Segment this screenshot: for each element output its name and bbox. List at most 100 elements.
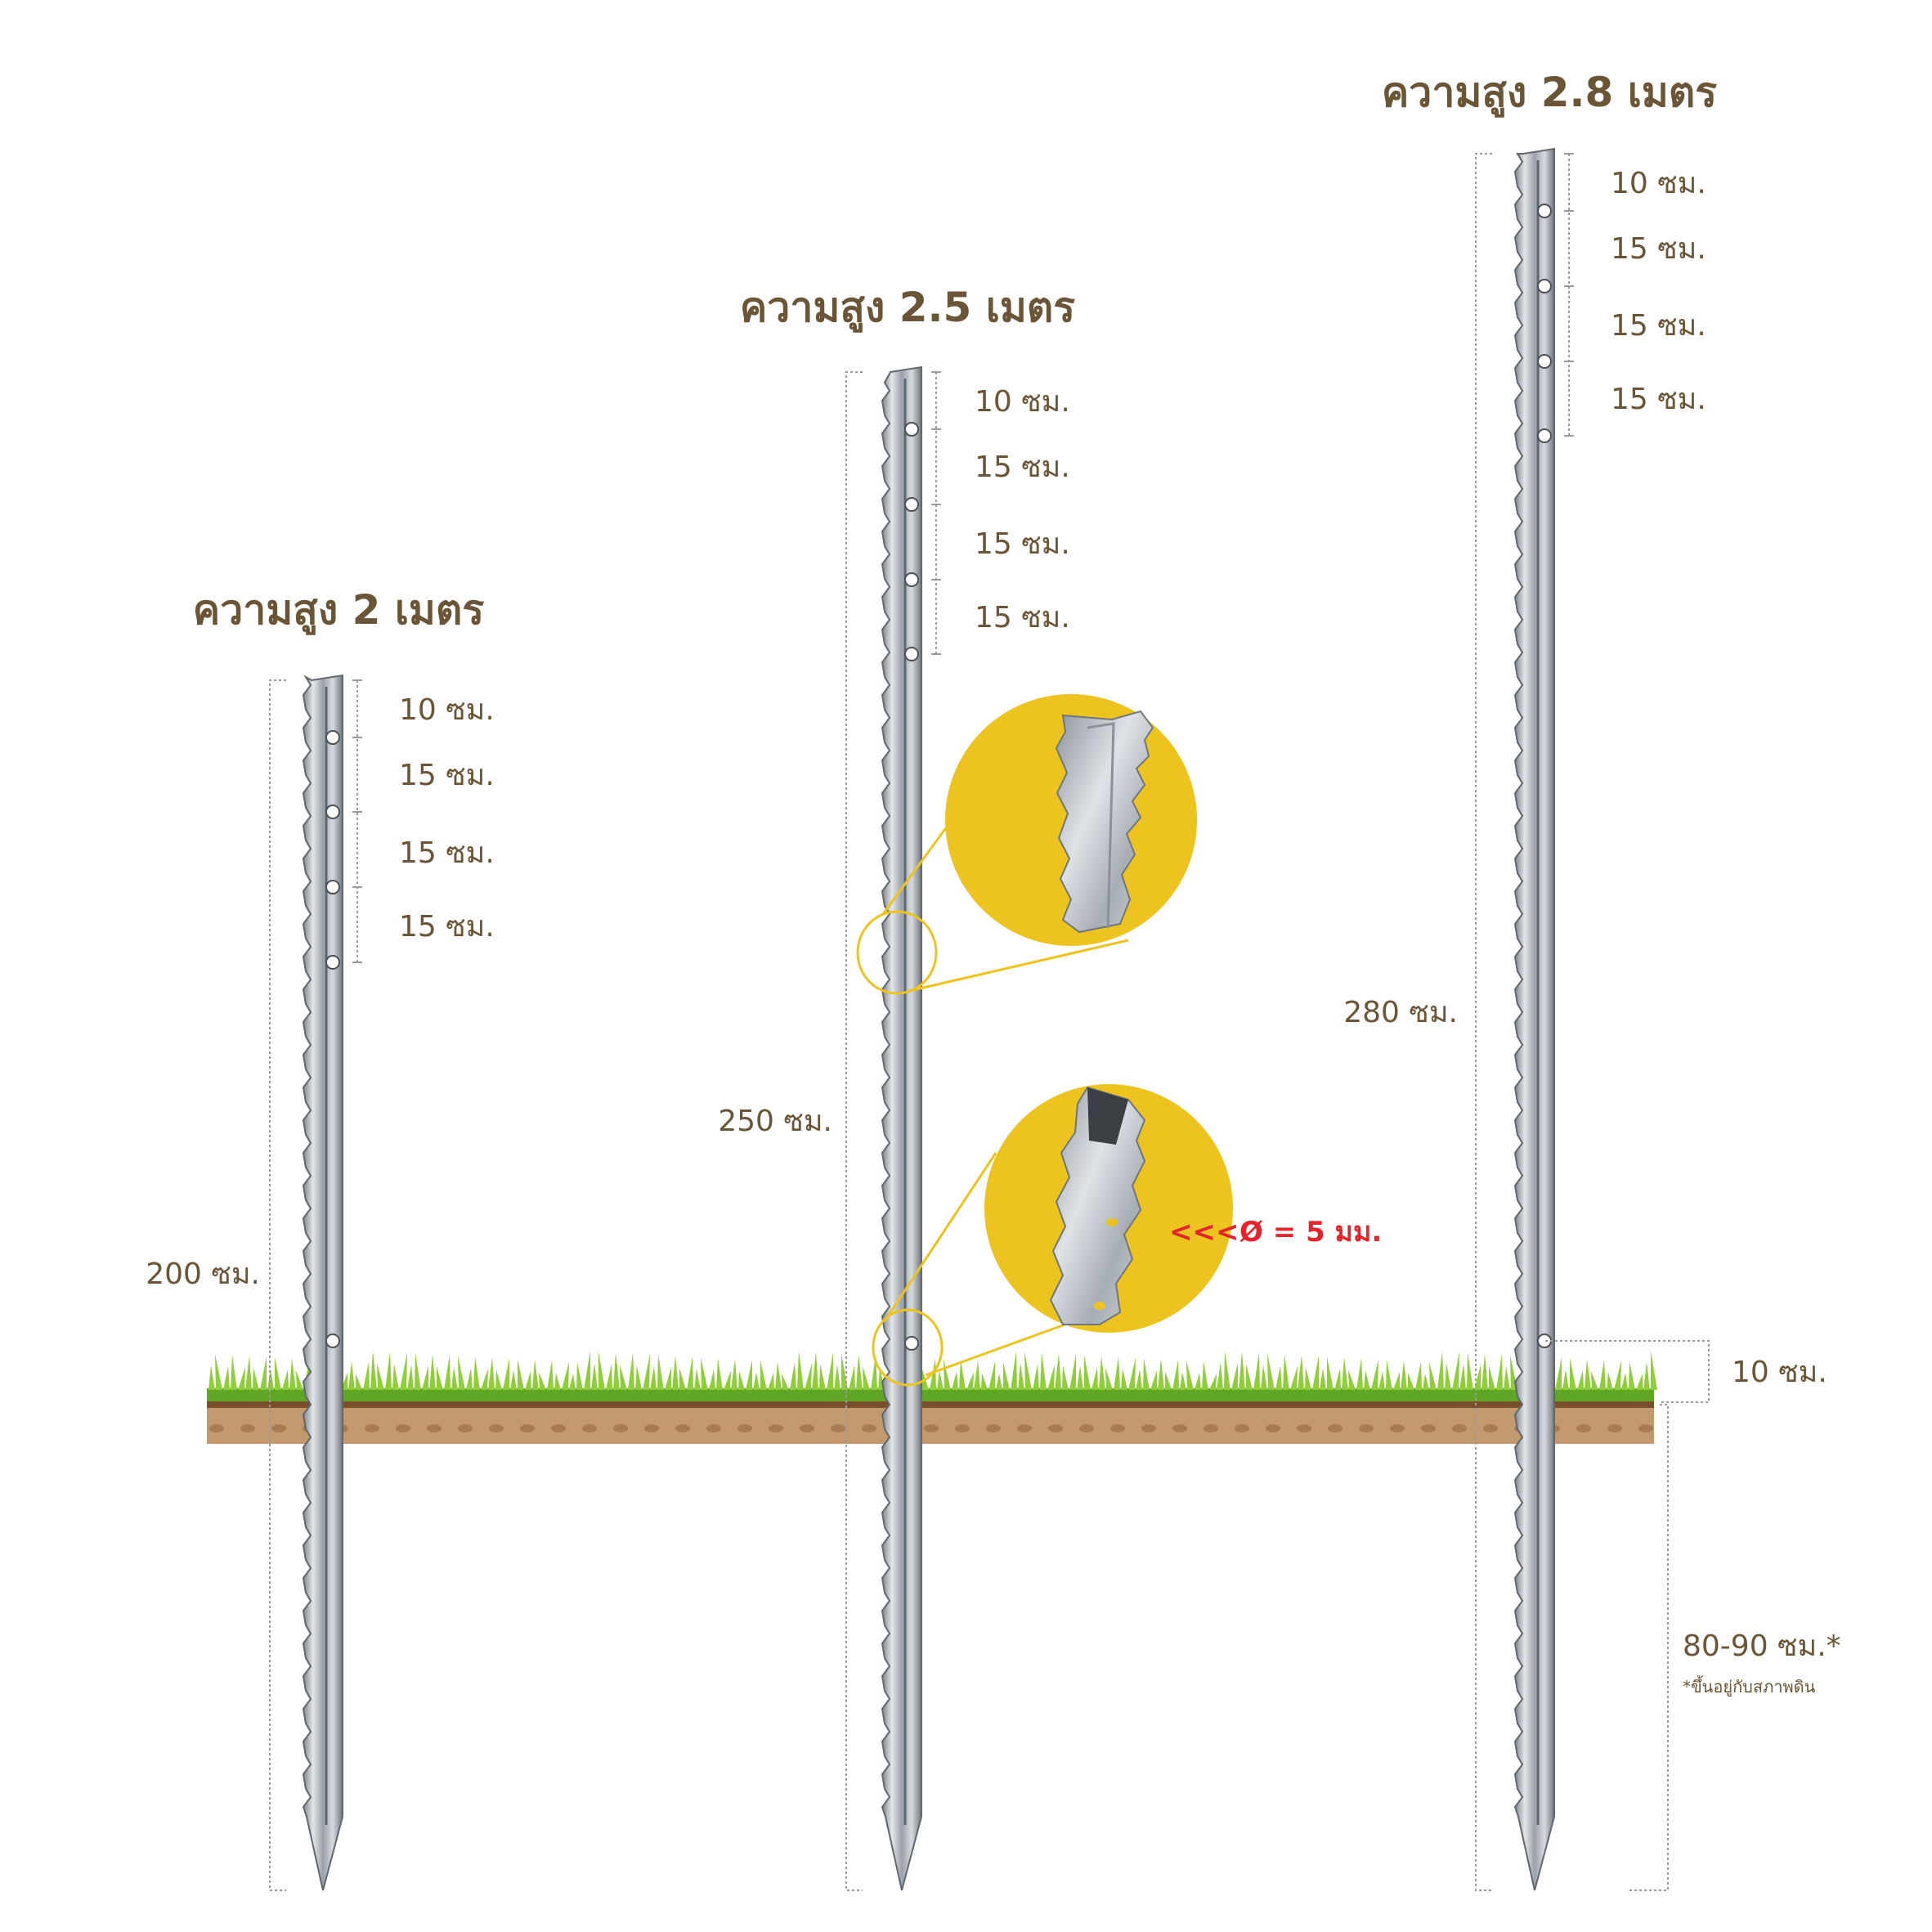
grass-blade xyxy=(481,1369,488,1390)
post-hole xyxy=(325,805,340,819)
grass-blade xyxy=(1585,1359,1591,1390)
zoom-marker-upper xyxy=(856,910,938,995)
grass-blade xyxy=(1364,1370,1370,1390)
soil-spot xyxy=(427,1424,442,1432)
grass-blade xyxy=(547,1360,554,1390)
segment-label: 15 ซม. xyxy=(1611,309,1706,343)
post-hole xyxy=(1537,204,1552,218)
grass-blade xyxy=(1202,1361,1208,1390)
grass-blade xyxy=(1018,1363,1024,1390)
grass-blade xyxy=(863,1366,870,1390)
total-height-2-8m: 280 ซม. xyxy=(1343,996,1458,1029)
grass-blade xyxy=(694,1369,701,1390)
grass-blade xyxy=(1621,1373,1628,1390)
grass-blade xyxy=(709,1369,715,1390)
soil-spot xyxy=(1235,1424,1249,1432)
grass-blade xyxy=(1069,1354,1076,1390)
grass-blade xyxy=(849,1365,855,1390)
grass-blade xyxy=(738,1371,745,1390)
soil-spot xyxy=(1607,1424,1622,1432)
grass-blade xyxy=(260,1356,267,1390)
post-hole xyxy=(325,955,340,970)
grass-blade xyxy=(650,1366,657,1390)
soil-spot xyxy=(1421,1424,1436,1432)
soil-spot xyxy=(675,1424,690,1432)
soil-spot xyxy=(1110,1424,1125,1432)
segment-label: 10 ซม. xyxy=(975,385,1070,419)
grass-blade xyxy=(959,1360,966,1390)
grass-blade xyxy=(1415,1361,1422,1390)
grass-blade xyxy=(701,1357,708,1390)
grass-blade xyxy=(488,1357,495,1390)
grass-blade xyxy=(510,1370,517,1390)
total-height-bracket xyxy=(269,679,286,1891)
grass-blade xyxy=(643,1354,650,1390)
grass-blade xyxy=(598,1352,605,1390)
grass-blade xyxy=(687,1356,693,1390)
grass-blade xyxy=(532,1360,539,1390)
grass-blade xyxy=(996,1374,1002,1390)
segment-labels-2-5m: 10 ซม. 15 ซม. 15 ซม. 15 ซม. xyxy=(975,385,1070,634)
soil-spot xyxy=(769,1424,783,1432)
grass-blade xyxy=(1003,1362,1010,1390)
soil-band xyxy=(207,1405,1654,1444)
total-height-bracket xyxy=(1475,153,1492,1891)
total-height-bracket xyxy=(845,371,863,1891)
soil-spot xyxy=(1141,1424,1156,1432)
grass-blade xyxy=(1186,1360,1194,1390)
grass-blade xyxy=(1386,1360,1392,1390)
zoom-line xyxy=(883,1152,997,1322)
soil-spot xyxy=(209,1424,224,1432)
zoom-line xyxy=(925,1315,1088,1377)
grass-blade xyxy=(1172,1360,1179,1390)
grass-blade xyxy=(437,1366,443,1390)
soil-spot xyxy=(240,1424,255,1432)
grass-blade xyxy=(1562,1369,1569,1390)
grass-blade xyxy=(1496,1354,1503,1390)
grass-blade xyxy=(1150,1370,1157,1390)
grass-blade xyxy=(805,1363,812,1390)
grass-blade xyxy=(760,1360,767,1390)
soil-spot xyxy=(365,1424,379,1432)
grass-blade xyxy=(606,1364,612,1390)
segment-label: 10 ซม. xyxy=(399,693,495,727)
grass-blade xyxy=(554,1373,561,1390)
post-hole xyxy=(904,497,919,512)
fence-post xyxy=(302,674,343,1891)
grass-blade xyxy=(834,1365,840,1390)
burial-depth-bracket xyxy=(1627,1404,1669,1891)
grass-blade xyxy=(981,1373,988,1390)
segment-label: 15 ซม. xyxy=(975,527,1070,561)
grass-blade xyxy=(289,1358,296,1390)
soil-spot xyxy=(955,1424,970,1432)
grass-blade xyxy=(1239,1352,1245,1390)
grass-blade xyxy=(1643,1362,1650,1390)
soil-spot xyxy=(1452,1424,1467,1432)
grass-blade xyxy=(348,1361,355,1390)
grass-blade xyxy=(1445,1363,1451,1390)
grass-blade xyxy=(1099,1356,1105,1390)
soil-spot xyxy=(489,1424,504,1432)
soil-spot xyxy=(800,1424,814,1432)
segment-label: 15 ซม. xyxy=(399,910,495,944)
grass-blade xyxy=(407,1365,414,1390)
burial-note: *ขึ้นอยู่กับสภาพดิน xyxy=(1683,1675,1816,1697)
soil-topsoil xyxy=(207,1400,1654,1408)
grass-blade xyxy=(1408,1373,1414,1390)
post-hole xyxy=(325,1334,340,1348)
grass-blade xyxy=(1209,1374,1217,1390)
grass-blade xyxy=(1555,1357,1562,1390)
post-title-2-5m: ความสูง 2.5 เมตร xyxy=(740,284,1075,333)
grass-blade xyxy=(1452,1352,1459,1390)
soil-spot xyxy=(1017,1424,1032,1432)
total-height-2m: 200 ซม. xyxy=(146,1257,260,1291)
grass-blade xyxy=(1312,1356,1319,1390)
grass-blade xyxy=(1136,1369,1142,1390)
grass-blade xyxy=(746,1360,752,1390)
zoom-line xyxy=(908,939,1129,993)
zoom-marker-lower xyxy=(872,1308,944,1387)
diameter-arrow: <<< xyxy=(1169,1216,1239,1248)
soil-spot xyxy=(1576,1424,1591,1432)
soil-spot xyxy=(924,1424,939,1432)
soil-spot xyxy=(706,1424,721,1432)
